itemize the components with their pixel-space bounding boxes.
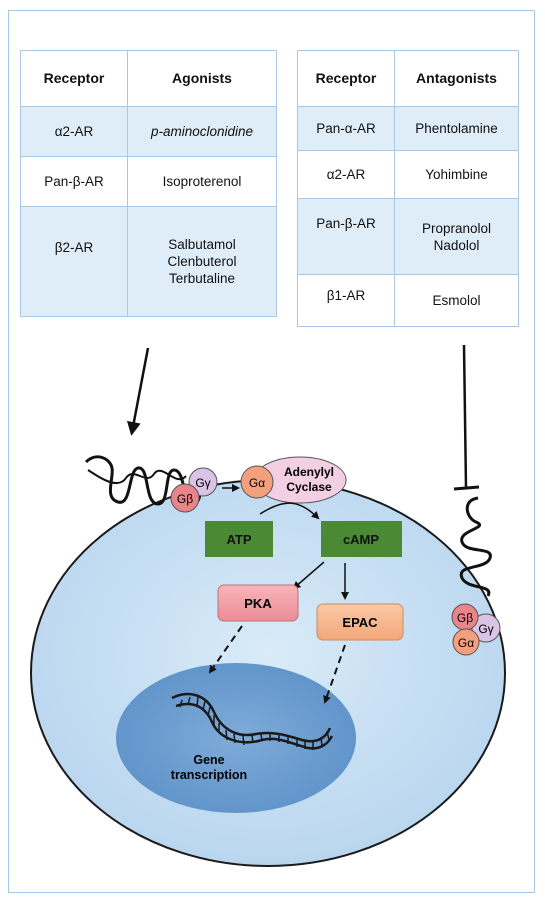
dna-helix-icon bbox=[171, 692, 334, 750]
adenylyl-cyclase-label-2: Cyclase bbox=[286, 480, 332, 494]
right-receptor-coil bbox=[459, 496, 492, 597]
drug-name: Terbutaline bbox=[168, 271, 236, 286]
g-beta-left bbox=[170, 483, 200, 513]
table-row: β2-AR Salbutamol Clenbuterol Terbutaline bbox=[20, 206, 277, 317]
pka-label: PKA bbox=[244, 596, 272, 611]
antagonists-header-receptor: Receptor bbox=[297, 50, 395, 107]
drug-name: Salbutamol bbox=[168, 237, 236, 252]
camp-to-pka-arrow bbox=[292, 561, 325, 590]
left-receptor-coil-back bbox=[87, 469, 187, 484]
receptor-cell: β2-AR bbox=[20, 206, 128, 317]
drug-cell: p-aminoclonidine bbox=[127, 106, 277, 157]
drug-name: Clenbuterol bbox=[167, 254, 237, 269]
receptor-cell: α2-AR bbox=[297, 150, 395, 199]
table-row: Pan-β-AR Isoproterenol bbox=[20, 156, 277, 207]
receptor-cell: Pan-α-AR bbox=[297, 106, 395, 151]
table-row: α2-AR p-aminoclonidine bbox=[20, 106, 277, 157]
agonists-header-agonists: Agonists bbox=[127, 50, 277, 107]
gene-label-1: Gene bbox=[193, 753, 224, 767]
antagonists-table: Receptor Antagonists Pan-α-AR Phentolami… bbox=[297, 50, 519, 327]
g-beta-right-label: Gβ bbox=[457, 611, 473, 625]
agonists-table: Receptor Agonists α2-AR p-aminoclonidine… bbox=[20, 50, 277, 317]
antagonists-header-row: Receptor Antagonists bbox=[297, 50, 519, 107]
g-alpha-left bbox=[240, 465, 274, 499]
agonist-activation-arrow bbox=[126, 347, 150, 436]
drug-cell: Salbutamol Clenbuterol Terbutaline bbox=[127, 206, 277, 317]
figure-frame bbox=[8, 10, 535, 893]
receptor-cell: Pan-β-AR bbox=[20, 156, 128, 207]
drug-cell: Phentolamine bbox=[394, 106, 519, 151]
epac-box bbox=[316, 603, 404, 641]
epac-to-nucleus-arrow bbox=[323, 644, 346, 704]
adenylyl-cyclase-label-1: Adenylyl bbox=[284, 465, 334, 479]
g-gamma-right-label: Gγ bbox=[478, 622, 493, 636]
table-row: α2-AR Yohimbine bbox=[297, 150, 519, 199]
g-beta-left-label: Gβ bbox=[177, 492, 193, 506]
drug-cell: Isoproterenol bbox=[127, 156, 277, 207]
atp-label: ATP bbox=[226, 532, 251, 547]
antagonist-inhibition-line bbox=[462, 344, 468, 489]
drug-cell: Yohimbine bbox=[394, 150, 519, 199]
g-alpha-right bbox=[452, 628, 480, 656]
nucleus bbox=[116, 663, 356, 813]
pka-box bbox=[217, 584, 299, 622]
g-alpha-left-label: Gα bbox=[249, 476, 265, 490]
table-row: β1-AR Esmolol bbox=[297, 274, 519, 327]
drug-name: Propranolol bbox=[421, 220, 492, 236]
antagonist-inhibition-bar bbox=[453, 485, 480, 491]
pka-to-nucleus-arrow bbox=[208, 625, 243, 674]
drug-cell: Esmolol bbox=[394, 274, 519, 327]
g-gamma-left-label: Gγ bbox=[195, 476, 210, 490]
camp-label: cAMP bbox=[343, 532, 379, 547]
drug-name: Nadolol bbox=[433, 237, 480, 253]
g-alpha-right-label: Gα bbox=[458, 636, 474, 650]
camp-box bbox=[321, 521, 402, 557]
atp-to-camp-arrow bbox=[259, 502, 320, 520]
epac-label: EPAC bbox=[342, 615, 378, 630]
atp-box bbox=[205, 521, 273, 557]
gene-label-2: transcription bbox=[171, 768, 247, 782]
receptor-cell: Pan-β-AR bbox=[297, 198, 395, 275]
antagonists-header-antagonists: Antagonists bbox=[394, 50, 519, 107]
receptor-cell: β1-AR bbox=[297, 274, 395, 327]
table-row: Pan-α-AR Phentolamine bbox=[297, 106, 519, 151]
